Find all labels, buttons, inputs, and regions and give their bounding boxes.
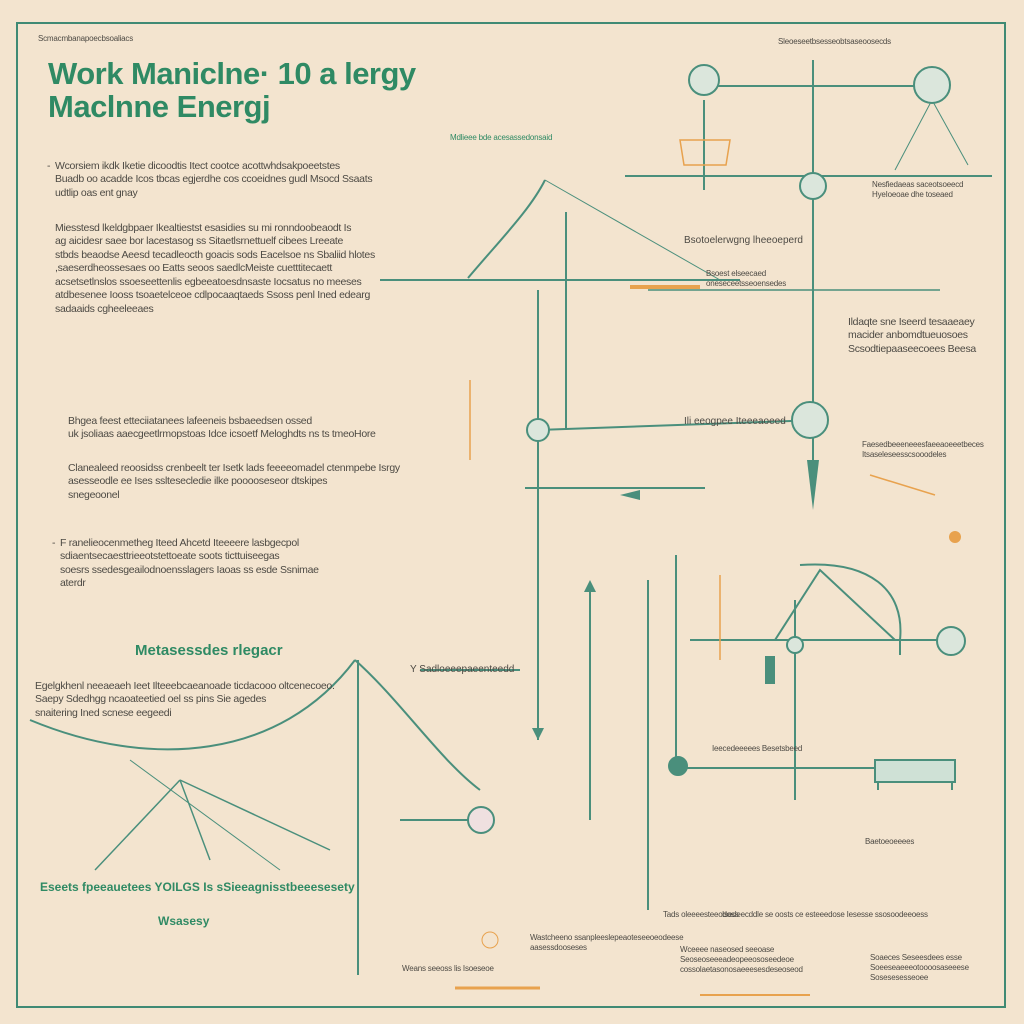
pulley-lever — [526, 418, 550, 442]
top-note: Scmacmbanapoecbsoaliacs — [38, 34, 134, 43]
right-pulley-rope-right — [931, 99, 969, 166]
right-pulley-rope-left — [894, 99, 933, 171]
label-d: Bsoest elseecaed oneseceetsseoensedes — [706, 269, 787, 289]
brace-c — [179, 779, 331, 851]
bottom-label-5: Soaeces Seseesdees esse Soeeseaeeeotoooo… — [870, 953, 969, 983]
list-item-1: Bhgea feest etteciiatanees lafeeneis bsb… — [68, 415, 376, 441]
footer-heading: Eseets fpeeauetees YOILGS Is sSieeagniss… — [40, 880, 355, 894]
counterweight-block — [765, 656, 775, 684]
arc-frame-inner — [774, 568, 896, 641]
intro-text: Wcorsiem ikdk Iketie dicoodtis Itect coo… — [47, 160, 415, 200]
pulley-top-left — [688, 64, 720, 96]
brace-a — [94, 779, 181, 871]
pulley-top-right — [913, 66, 951, 104]
label-a: Mdlieee bde acesassedonsaid — [450, 133, 553, 142]
energy-heading: Metasessdes rlegacr — [135, 642, 283, 659]
sun-gear — [949, 531, 961, 543]
poster-frame — [16, 22, 1006, 1008]
label-top-right: Sleoeseetbsesseobtsaseoosecds — [778, 37, 891, 46]
small-bob — [481, 931, 499, 949]
arrowhead-down — [532, 728, 544, 740]
pulley-large — [791, 401, 829, 439]
spike-bottom — [807, 460, 819, 510]
bench-shape — [874, 759, 956, 783]
pulley-lower-right — [936, 626, 966, 656]
energy-paragraph: Egelgkhenl neeaeaeh Ieet Ilteeebcaeanoad… — [35, 680, 335, 719]
brace-b — [179, 779, 211, 861]
pulley-arc — [786, 636, 804, 654]
bottom-label-4: Weans seeoss lis Isoeseoe — [402, 964, 494, 973]
label-c: Bsotoelerwgng lheeoeperd — [684, 235, 803, 246]
bottom-label-2: Wastcheeno ssanpleeslepeaoteseeoeodeese … — [530, 933, 684, 953]
lever-arm — [537, 419, 821, 431]
label-f: Ili eeogpee Iteeeaoeed — [684, 416, 786, 427]
orange-arrow-right — [869, 474, 936, 496]
arrowhead-up — [584, 580, 596, 592]
label-e: Ildaqte sne Iseerd tesaaeaey macider anb… — [848, 316, 976, 355]
pulley-bottom — [467, 806, 495, 834]
title-line-2: Maclnne Energj — [48, 88, 271, 124]
label-g: Faesedbeeeneeesfaeeaoeeetbeces Itsaseles… — [862, 440, 984, 460]
rope-diagonal — [544, 179, 721, 281]
label-j: Baetoeoeeees — [865, 837, 915, 846]
page-title: Work Maniclne· 10 a lergy Maclnne Energj — [48, 56, 416, 124]
footer-sub: Wsasesy — [158, 914, 210, 928]
flag-left — [620, 490, 640, 500]
bottom-label-1: Isedeecddle se oosts ce esteeedose Ieses… — [722, 910, 928, 919]
paragraph-1: Miesstesd lkeldgbpaer Ikealtiestst esasi… — [55, 222, 375, 315]
suspension-cable-right — [354, 659, 481, 791]
title-line-1: Work Maniclne· 10 a lergy — [48, 56, 416, 91]
ramp-curve — [467, 179, 546, 279]
list-item-2: Clanealeed reoosidss crenbeelt ter Isetk… — [68, 462, 400, 501]
label-b: Nesfiedaeas saceotsoeecd HyeIoeoae dhe t… — [872, 180, 964, 200]
arc-frame — [799, 563, 902, 655]
brace-d — [129, 759, 281, 871]
pulley-small-left — [668, 756, 688, 776]
list-item-3: F ranelieocenmetheg Iteed Ahcetd Iteeeer… — [52, 537, 320, 591]
label-i: Ieecedeeeees Besetsbeed — [712, 744, 803, 753]
bottom-label-3: Wceeee naseosed seeoase Seoseoseeeadeope… — [680, 945, 803, 975]
label-h: Y Sadloeeepaeenteedd — [410, 664, 515, 675]
suspension-cable-left — [29, 659, 356, 751]
gear-sketch-top — [679, 139, 731, 166]
label-k: Tads oleeeesteeodoss — [663, 910, 739, 919]
pulley-center — [799, 172, 827, 200]
